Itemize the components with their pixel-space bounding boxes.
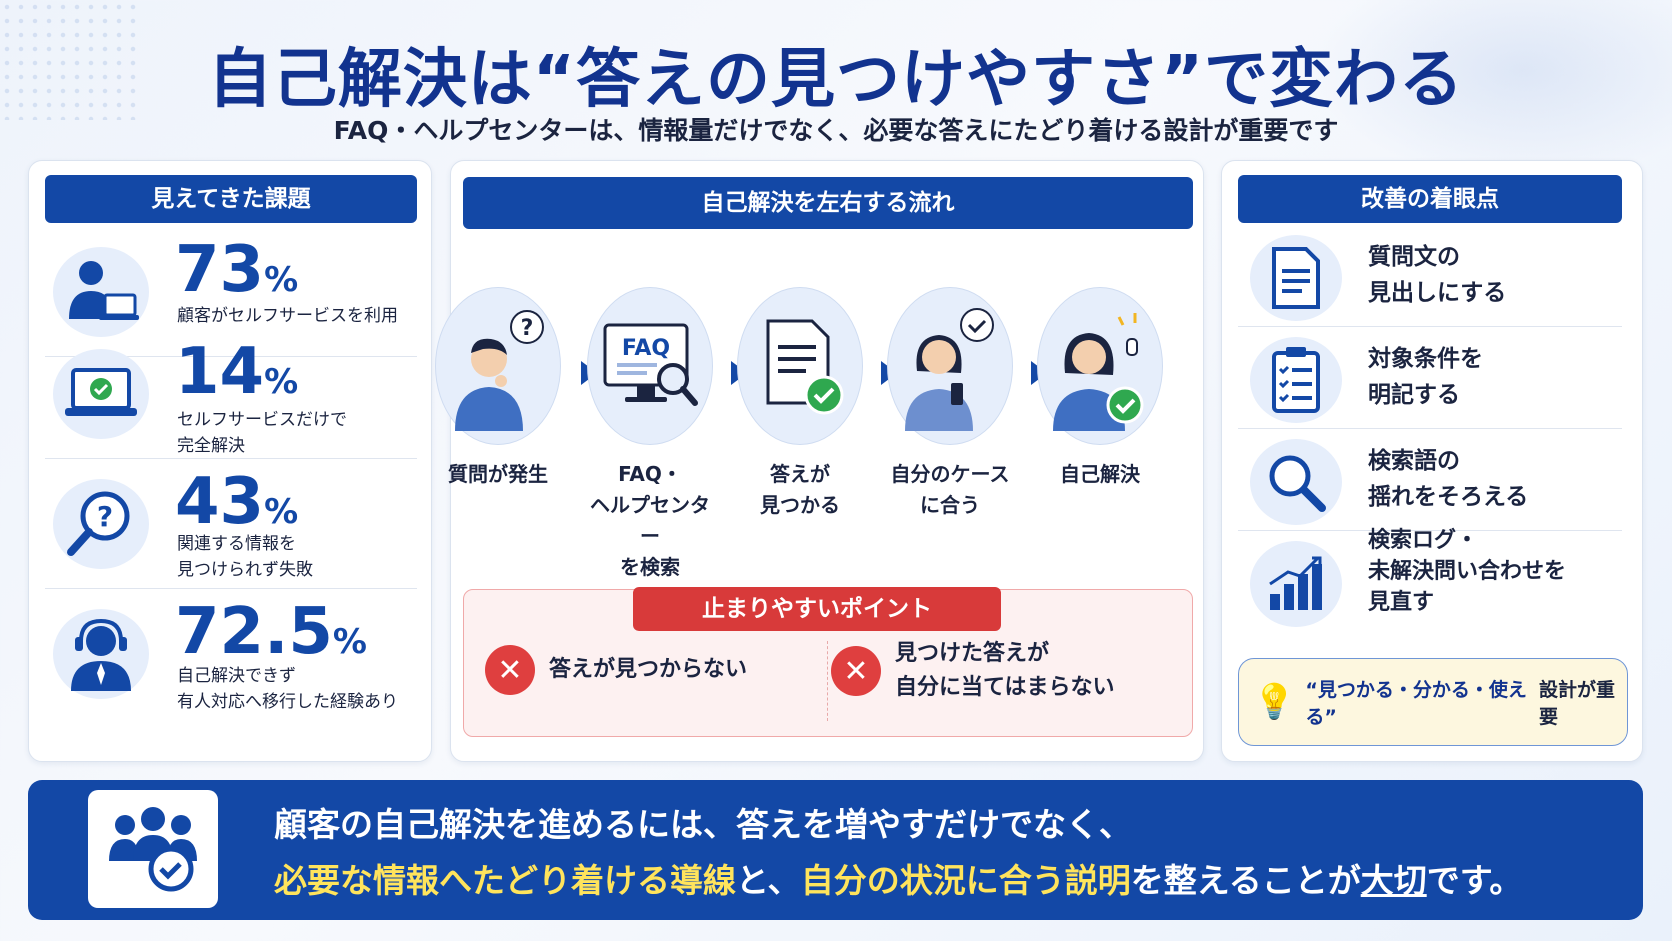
solved-person-icon	[1037, 287, 1163, 445]
flow-panel: 自己解決を左右する流れ ? 質問が発生 FAQ	[435, 160, 1204, 762]
flow-step-label: 質問が発生	[448, 462, 548, 486]
stop-point-text: 見つけた答えが自分に当てはまらない	[895, 641, 1115, 700]
flow-step-label: 自分のケースに合う	[890, 462, 1010, 517]
stop-point-text: 答えが見つからない	[549, 657, 748, 682]
flow-step: 自己解決	[1035, 287, 1165, 490]
improvement-text: 検索語の揺れをそろえる	[1368, 448, 1529, 510]
callout-text: 設計が重要	[1539, 679, 1616, 728]
document-icon	[1250, 235, 1342, 321]
summary-line-2: 必要な情報へたどり着ける導線と、自分の状況に合う説明を整えることが大切です。	[274, 861, 1523, 900]
improvement-panel: 改善の着眼点 質問文の見出しにする	[1221, 160, 1643, 762]
flow-step-label: FAQ・ヘルプセンターを検索	[590, 462, 710, 579]
bar-chart-icon	[1250, 541, 1342, 627]
decorative-dots	[0, 0, 140, 120]
improvement-text: 対象条件を明記する	[1368, 346, 1483, 408]
callout-emphasis: “見つかる・分かる・使える”	[1305, 679, 1527, 728]
search-question-icon: ?	[53, 479, 149, 569]
improvement-item: 質問文の見出しにする	[1238, 225, 1622, 327]
person-laptop-icon	[53, 247, 149, 337]
stat-item: 72.5% 自己解決できず有人対応へ移行した経験あり	[45, 589, 417, 719]
stat-description: 顧客がセルフサービスを利用	[177, 306, 398, 326]
stat-value: 43%	[175, 465, 299, 539]
stat-item: 14% セルフサービスだけで完全解決	[45, 329, 417, 459]
page-subtitle: FAQ・ヘルプセンターは、情報量だけでなく、必要な答えにたどり着ける設計が重要で…	[333, 116, 1339, 145]
improvement-item: 検索ログ・未解決問い合わせを見直す	[1238, 528, 1622, 633]
lightbulb-icon: 💡	[1253, 682, 1296, 722]
summary-banner: 顧客の自己解決を進めるには、答えを増やすだけでなく、 必要な情報へたどり着ける導…	[28, 780, 1643, 920]
document-check-icon	[737, 287, 863, 445]
stop-point-item: ✕ 見つけた答えが自分に当てはまらない	[831, 637, 1115, 705]
improvement-text: 質問文の見出しにする	[1368, 244, 1507, 306]
svg-text:FAQ: FAQ	[622, 336, 670, 361]
laptop-check-icon	[53, 349, 149, 439]
faq-monitor-search-icon: FAQ	[587, 287, 713, 445]
improvement-item: 検索語の揺れをそろえる	[1238, 429, 1622, 531]
flow-step: 答えが見つかる	[735, 287, 865, 521]
stat-value: 73%	[175, 233, 299, 307]
stat-item: 73% 顧客がセルフサービスを利用	[45, 227, 417, 357]
flow-step-label: 答えが見つかる	[760, 462, 840, 517]
x-circle-icon: ✕	[485, 645, 535, 695]
issues-heading: 見えてきた課題	[45, 175, 417, 223]
stat-value: 72.5%	[175, 595, 367, 669]
stat-description: 自己解決できず有人対応へ移行した経験あり	[177, 666, 398, 712]
question-person-icon: ?	[435, 287, 561, 445]
stat-value: 14%	[175, 335, 299, 409]
flow-step: ? 質問が発生	[433, 287, 563, 490]
improvement-text: 検索ログ・未解決問い合わせを見直す	[1368, 528, 1567, 615]
stat-description: 関連する情報を見つけられず失敗	[177, 534, 313, 580]
issues-panel: 見えてきた課題 73% 顧客がセルフサービスを利用 14% セルフサービスだけで…	[28, 160, 432, 762]
flow-heading: 自己解決を左右する流れ	[463, 177, 1193, 229]
key-message-callout: 💡 “見つかる・分かる・使える” 設計が重要	[1238, 658, 1628, 746]
svg-text:?: ?	[521, 316, 534, 341]
page-title: 自己解決は“答えの見つけやすさ”で変わる	[207, 43, 1465, 117]
svg-text:?: ?	[97, 500, 113, 533]
person-phone-icon	[887, 287, 1013, 445]
checklist-icon	[1250, 337, 1342, 423]
flow-step: FAQ FAQ・ヘルプセンターを検索	[585, 287, 715, 583]
x-circle-icon: ✕	[831, 646, 881, 696]
stat-item: ? 43% 関連する情報を見つけられず失敗	[45, 459, 417, 589]
stop-divider	[827, 641, 828, 721]
summary-line-1: 顧客の自己解決を進めるには、答えを増やすだけでなく、	[274, 805, 1132, 844]
improvement-item: 対象条件を明記する	[1238, 327, 1622, 429]
group-check-icon	[88, 790, 218, 908]
improvement-heading: 改善の着眼点	[1238, 175, 1622, 223]
stop-points-heading: 止まりやすいポイント	[633, 587, 1001, 631]
stat-description: セルフサービスだけで完全解決	[177, 410, 347, 456]
stop-point-item: ✕ 答えが見つからない	[485, 645, 747, 695]
magnifier-icon	[1250, 439, 1342, 525]
flow-step-label: 自己解決	[1060, 462, 1140, 486]
flow-step: 自分のケースに合う	[885, 287, 1015, 521]
headset-operator-icon	[53, 609, 149, 699]
